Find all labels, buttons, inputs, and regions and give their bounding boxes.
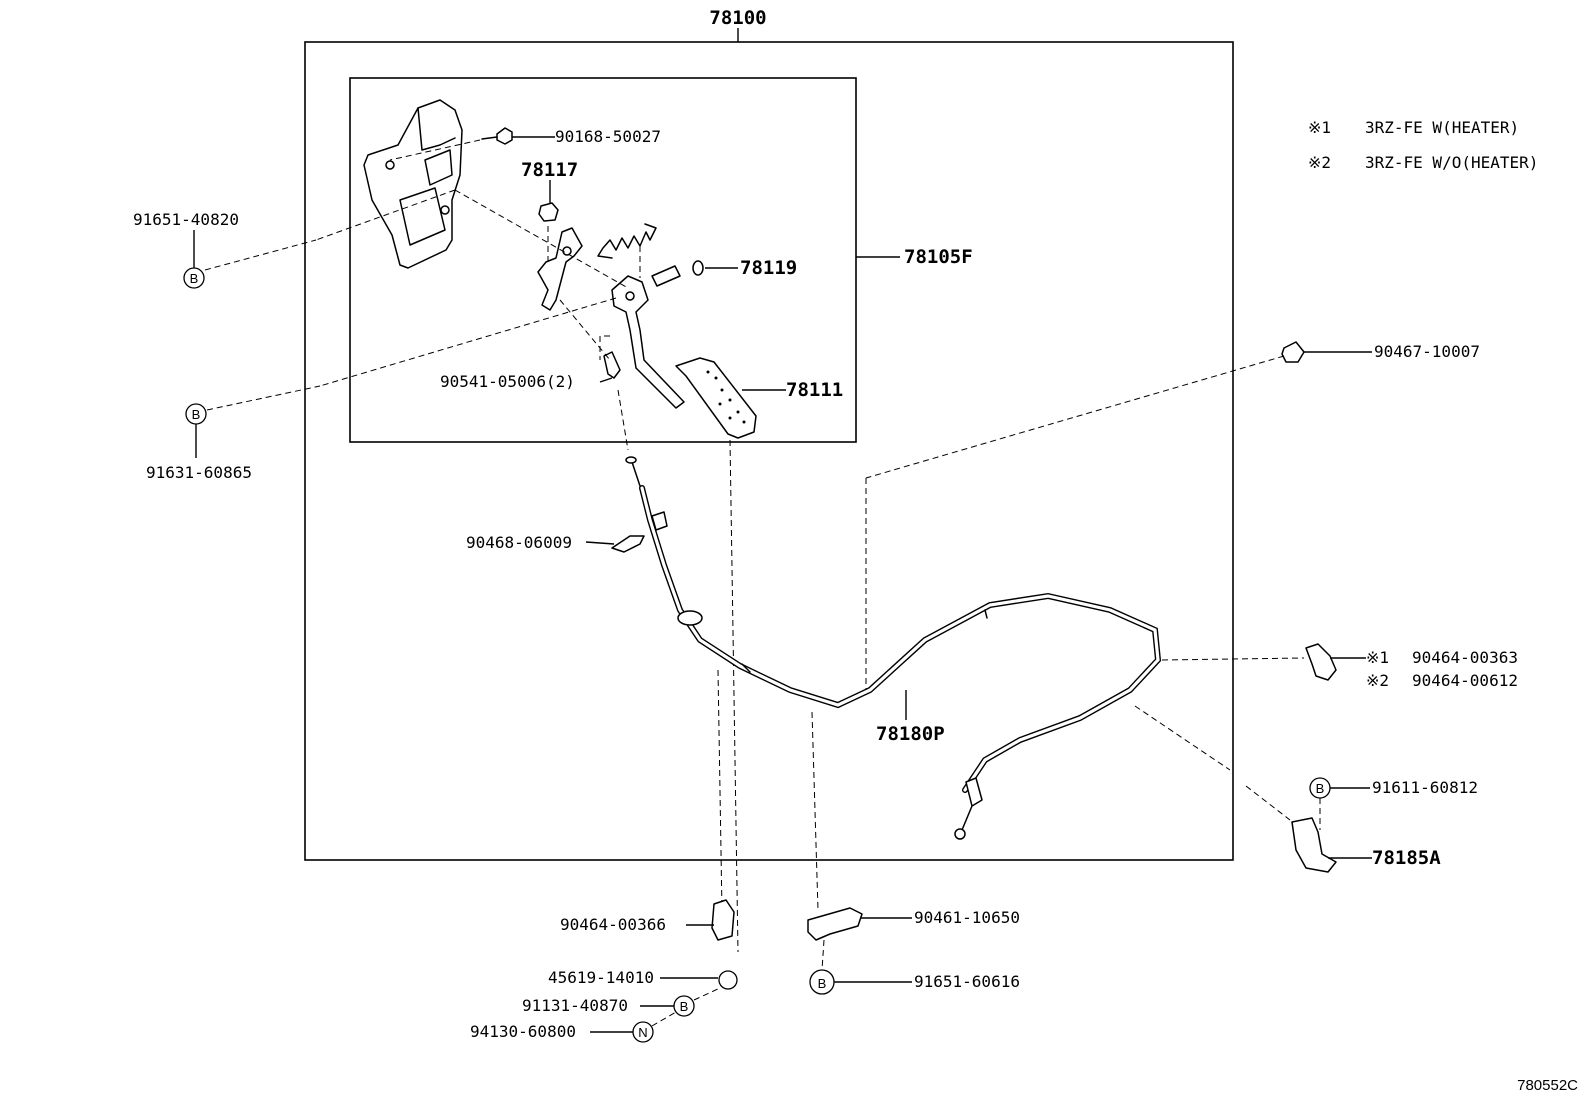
clamp-90464-00366-drawing [711, 899, 735, 941]
return-spring-drawing [597, 223, 657, 259]
pedal-bracket-drawing [363, 99, 463, 269]
pedal-pad-78111-drawing [675, 357, 757, 439]
pin-90541-drawing [603, 351, 621, 379]
label-90464-00363-mark: ※1 [1366, 648, 1389, 667]
label-91611-60812: 91611-60812 [1372, 778, 1478, 797]
bushing-drawing [651, 265, 681, 287]
label-78180P: 78180P [876, 723, 945, 745]
label-90464-00612: 90464-00612 [1412, 671, 1518, 690]
clip-90468-drawing [611, 535, 645, 553]
symbol-b-4-text: B [680, 999, 689, 1014]
assembly-frame [304, 41, 1234, 861]
legend-text-2: 3RZ-FE W/O(HEATER) [1365, 153, 1538, 172]
pedal-subassembly-frame [349, 77, 857, 443]
label-90467-10007: 90467-10007 [1374, 342, 1480, 361]
symbol-b-3-text: B [1316, 781, 1325, 796]
legend-mark-2: ※2 [1308, 153, 1331, 172]
label-90541-05006: 90541-05006(2) [440, 372, 575, 391]
label-78119: 78119 [740, 257, 797, 279]
label-90464-00363: 90464-00363 [1412, 648, 1518, 667]
assembly-number: 78100 [709, 7, 766, 29]
legend: ※1 3RZ-FE W(HEATER) ※2 3RZ-FE W/O(HEATER… [1308, 118, 1538, 172]
label-94130-60800: 94130-60800 [470, 1022, 576, 1041]
symbol-b-5-text: B [818, 976, 827, 991]
grommet-45619-drawing [718, 970, 738, 990]
clip-90461-drawing [807, 907, 863, 941]
symbol-b-1-text: B [190, 271, 199, 286]
label-91131-40870: 91131-40870 [522, 996, 628, 1015]
label-91651-60616: 91651-60616 [914, 972, 1020, 991]
label-78111: 78111 [786, 379, 843, 401]
legend-mark-1: ※1 [1308, 118, 1331, 137]
drawing-code: 780552C [1517, 1077, 1578, 1094]
pedal-arm-drawing [611, 275, 685, 409]
legend-text-1: 3RZ-FE W(HEATER) [1365, 118, 1519, 137]
label-45619-14010: 45619-14010 [548, 968, 654, 987]
bracket-78185A-drawing [1291, 817, 1337, 873]
label-78117: 78117 [521, 159, 578, 181]
nut-78117-drawing [538, 202, 559, 222]
clamp-90467-drawing [1281, 341, 1305, 363]
label-78185A: 78185A [1372, 847, 1441, 869]
label-78105F: 78105F [904, 246, 973, 268]
symbol-b-1 [183, 267, 205, 289]
label-91651-40820: 91651-40820 [133, 210, 239, 229]
symbol-n-text: N [638, 1025, 647, 1040]
clamp-90464-00363-drawing [1305, 643, 1337, 681]
label-90168-50027: 90168-50027 [555, 127, 661, 146]
bolt-90168-drawing [481, 127, 513, 145]
label-90461-10650: 90461-10650 [914, 908, 1020, 927]
symbol-b-2-text: B [192, 407, 201, 422]
label-90464-00366: 90464-00366 [560, 915, 666, 934]
label-90468-06009: 90468-06009 [466, 533, 572, 552]
washer-78119-drawing [692, 260, 704, 276]
label-90464-00612-mark: ※2 [1366, 671, 1389, 690]
accelerator-cable-drawing [625, 456, 1162, 840]
label-91631-60865: 91631-60865 [146, 463, 252, 482]
